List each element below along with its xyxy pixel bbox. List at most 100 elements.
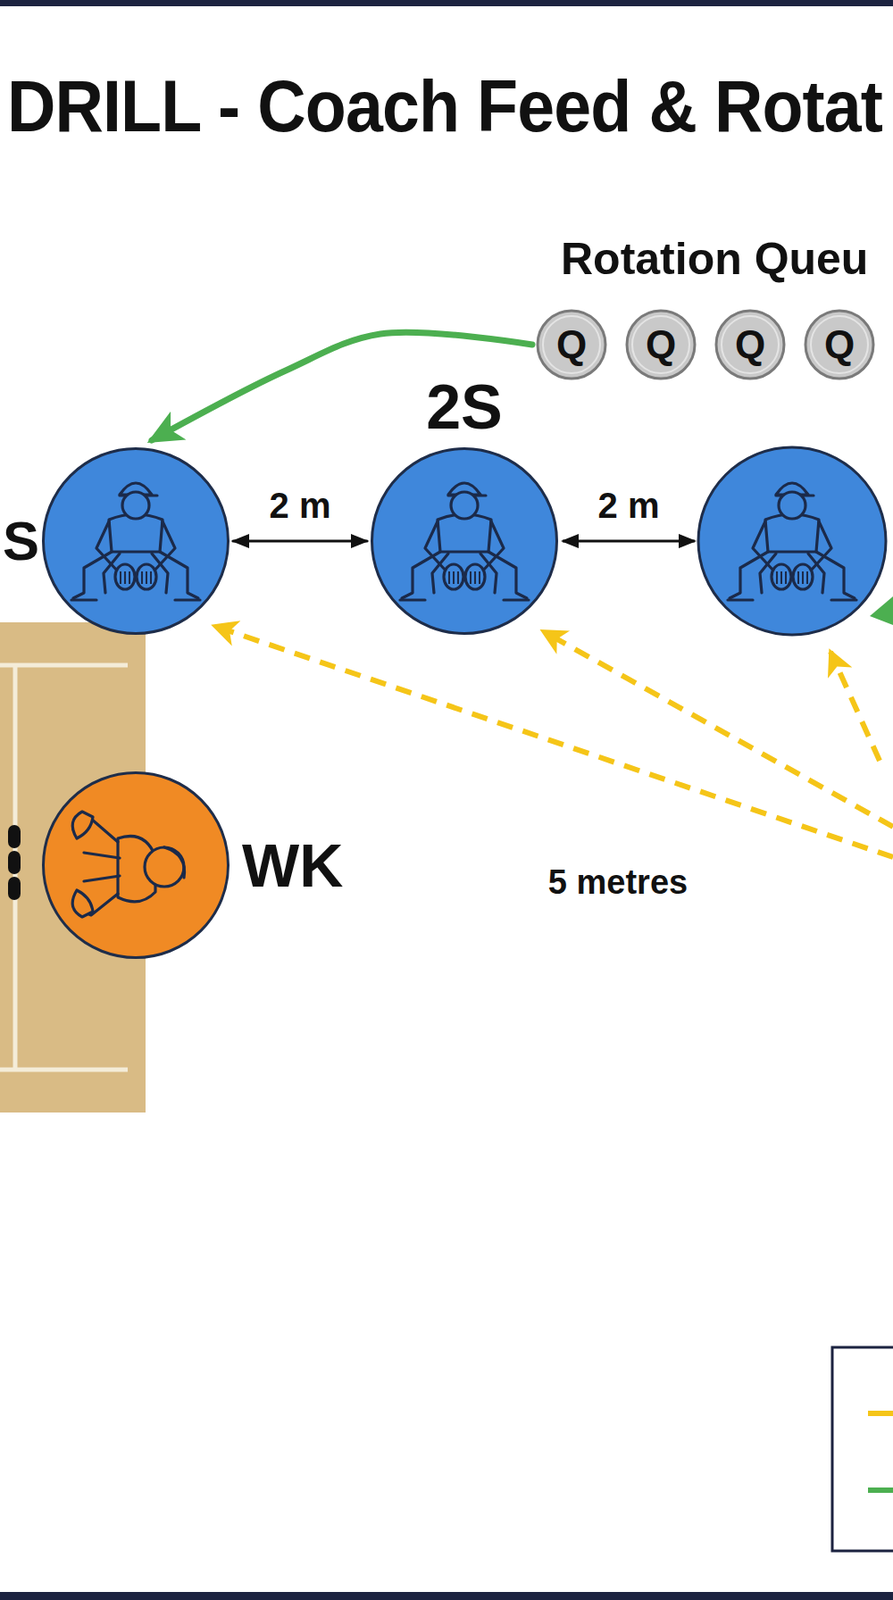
glove-finger bbox=[150, 571, 152, 585]
glove-finger bbox=[145, 571, 148, 585]
stump bbox=[8, 851, 21, 875]
keeper-circle: WK bbox=[41, 771, 230, 960]
figure-stroke bbox=[727, 598, 753, 601]
player-disc bbox=[372, 449, 558, 635]
queue-circle: Q bbox=[714, 308, 786, 381]
fielder-circle: 2S bbox=[370, 447, 559, 635]
figure-glove bbox=[792, 564, 813, 590]
queue-disc bbox=[537, 310, 606, 379]
queue-letter: Q bbox=[556, 325, 587, 365]
glove-finger bbox=[457, 571, 460, 585]
fielder-circle: S bbox=[41, 447, 230, 635]
position-label: 2S bbox=[425, 375, 503, 439]
glove-finger bbox=[119, 571, 122, 585]
figure-stroke bbox=[71, 598, 97, 601]
glove-finger bbox=[780, 571, 783, 585]
glove-finger bbox=[784, 571, 787, 585]
dimension-label: 2 m bbox=[269, 487, 332, 524]
figure-stroke bbox=[752, 521, 775, 572]
queue-letter: Q bbox=[824, 325, 855, 365]
queue-disc bbox=[626, 310, 695, 379]
figure-glove bbox=[136, 564, 157, 590]
frame-band bbox=[0, 0, 893, 7]
queue-letter: Q bbox=[645, 325, 677, 365]
figure-stroke bbox=[83, 852, 120, 882]
stump bbox=[8, 825, 21, 849]
figure-stroke bbox=[72, 811, 93, 839]
glove-finger bbox=[452, 571, 455, 585]
glove-finger bbox=[478, 571, 481, 585]
glove-finger bbox=[448, 571, 451, 585]
fielder-figure bbox=[71, 483, 201, 601]
keeper-figure bbox=[72, 811, 184, 918]
distance-arrow bbox=[233, 540, 368, 543]
glove-finger bbox=[806, 571, 809, 585]
node-outline bbox=[370, 447, 559, 635]
player-icon bbox=[71, 483, 201, 601]
figure-stroke bbox=[809, 521, 832, 572]
figure-stroke bbox=[503, 598, 529, 601]
queue-rim bbox=[542, 316, 601, 374]
player-icon bbox=[400, 483, 529, 601]
fielder-figure bbox=[400, 483, 529, 601]
queue-disc bbox=[805, 310, 874, 379]
fielder-figure bbox=[727, 483, 857, 601]
queue-disc bbox=[716, 310, 785, 379]
figure-stroke bbox=[72, 890, 93, 918]
player-icon bbox=[72, 811, 184, 918]
figure-glove bbox=[465, 564, 485, 590]
stump bbox=[8, 876, 21, 901]
player-disc bbox=[43, 773, 229, 959]
figure-stroke bbox=[164, 847, 185, 878]
figure-stroke bbox=[96, 521, 118, 572]
glove-finger bbox=[124, 571, 126, 585]
figure-stroke bbox=[831, 598, 857, 601]
frame-band bbox=[0, 1592, 893, 1600]
position-label: WK bbox=[242, 834, 343, 896]
glove-finger bbox=[469, 571, 472, 585]
position-label: S bbox=[2, 513, 40, 569]
glove-finger bbox=[801, 571, 804, 585]
queue-letter: Q bbox=[734, 325, 766, 365]
legend-sample-line bbox=[867, 1487, 893, 1494]
distance-arrow bbox=[562, 540, 695, 543]
figure-head bbox=[144, 847, 184, 887]
glove-finger bbox=[141, 571, 143, 585]
figure-head bbox=[778, 492, 806, 519]
glove-finger bbox=[474, 571, 476, 585]
legend-box bbox=[832, 1347, 893, 1552]
figure-stroke bbox=[482, 521, 504, 572]
figure-stroke bbox=[400, 598, 426, 601]
legend-sample-line bbox=[867, 1410, 893, 1417]
dimension-label: 5 metres bbox=[548, 865, 688, 900]
figure-head bbox=[450, 492, 478, 519]
figure-head bbox=[122, 492, 150, 519]
queue-circle: Q bbox=[625, 308, 697, 381]
player-disc bbox=[43, 449, 229, 635]
figure-stroke bbox=[425, 521, 447, 572]
figure-glove bbox=[115, 564, 135, 590]
queue-rim bbox=[810, 316, 868, 374]
node-outline bbox=[41, 447, 230, 635]
node-outline bbox=[41, 771, 230, 960]
fielder-circle bbox=[698, 447, 886, 635]
glove-finger bbox=[776, 571, 778, 585]
feed-line bbox=[830, 651, 880, 761]
figure-stroke bbox=[175, 598, 201, 601]
figure-glove bbox=[443, 564, 464, 590]
figure-glove bbox=[771, 564, 792, 590]
queue-rim bbox=[721, 316, 779, 374]
feed-line bbox=[214, 625, 893, 858]
rotation-arrow bbox=[151, 332, 533, 441]
dimension-label: 2 m bbox=[598, 487, 660, 524]
glove-finger bbox=[797, 571, 800, 585]
queue-rim bbox=[632, 316, 690, 374]
glove-finger bbox=[128, 571, 131, 585]
queue-circle: Q bbox=[535, 308, 608, 381]
queue-circle: Q bbox=[803, 308, 876, 381]
fielder-icon bbox=[727, 483, 857, 601]
queue-heading: Rotation Queu bbox=[560, 236, 868, 282]
rotation-arrow-head bbox=[869, 596, 893, 626]
